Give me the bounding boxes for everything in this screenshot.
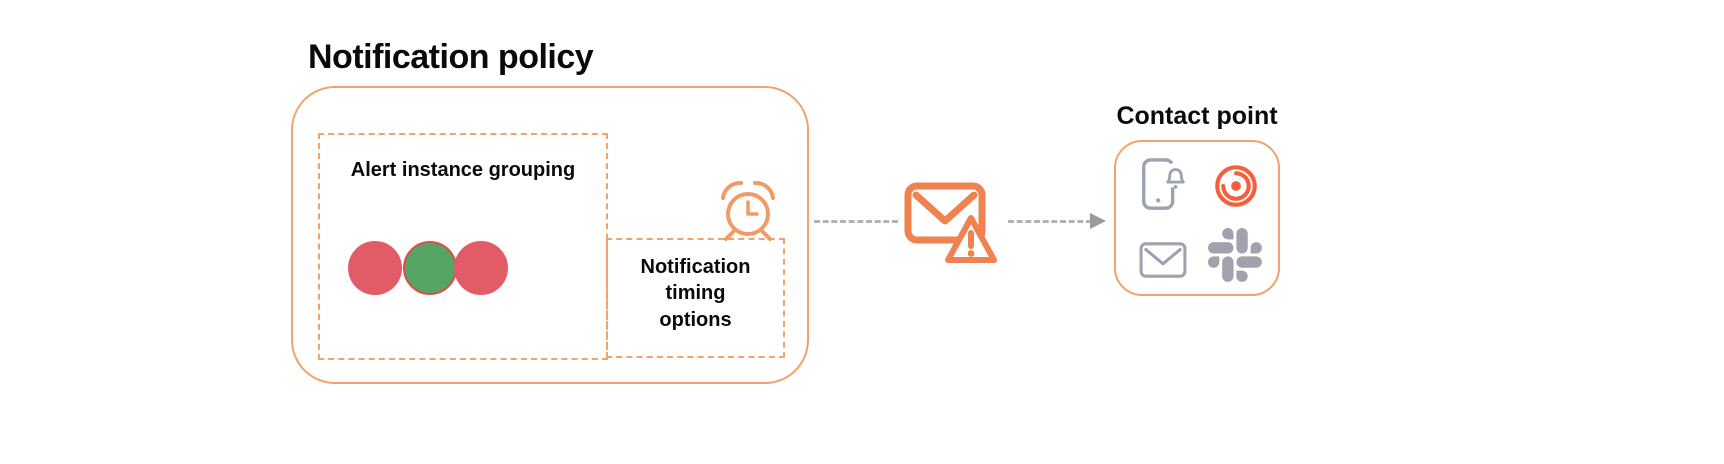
flow-arrow-email-to-contact (1008, 220, 1092, 223)
slack-icon (1208, 228, 1262, 282)
grafana-alerting-icon (1215, 165, 1257, 207)
timing-options-label: Notification timing options (640, 256, 751, 331)
notification-policy-box: Alert instance grouping Notification tim… (291, 86, 809, 384)
page-title: Notification policy (308, 38, 594, 76)
alert-grouping-label: Alert instance grouping (350, 159, 576, 181)
alert-instance-grouping-box: Alert instance grouping (318, 133, 608, 360)
alert-instances (348, 241, 508, 295)
arrow-head-icon (1090, 213, 1106, 229)
alert-instance-red-2 (454, 241, 508, 295)
phone-notification-icon (1142, 158, 1189, 210)
alert-instance-red-1 (348, 241, 402, 295)
email-icon (1139, 242, 1187, 278)
notification-timing-box: Notification timing options (606, 238, 785, 358)
contact-point-title: Contact point (1116, 102, 1278, 130)
contact-point-box (1114, 140, 1280, 296)
alert-instance-green (403, 241, 457, 295)
flow-arrow-policy-to-email (814, 220, 898, 223)
alarm-clock-icon (721, 180, 775, 241)
email-alert-icon (904, 182, 997, 263)
